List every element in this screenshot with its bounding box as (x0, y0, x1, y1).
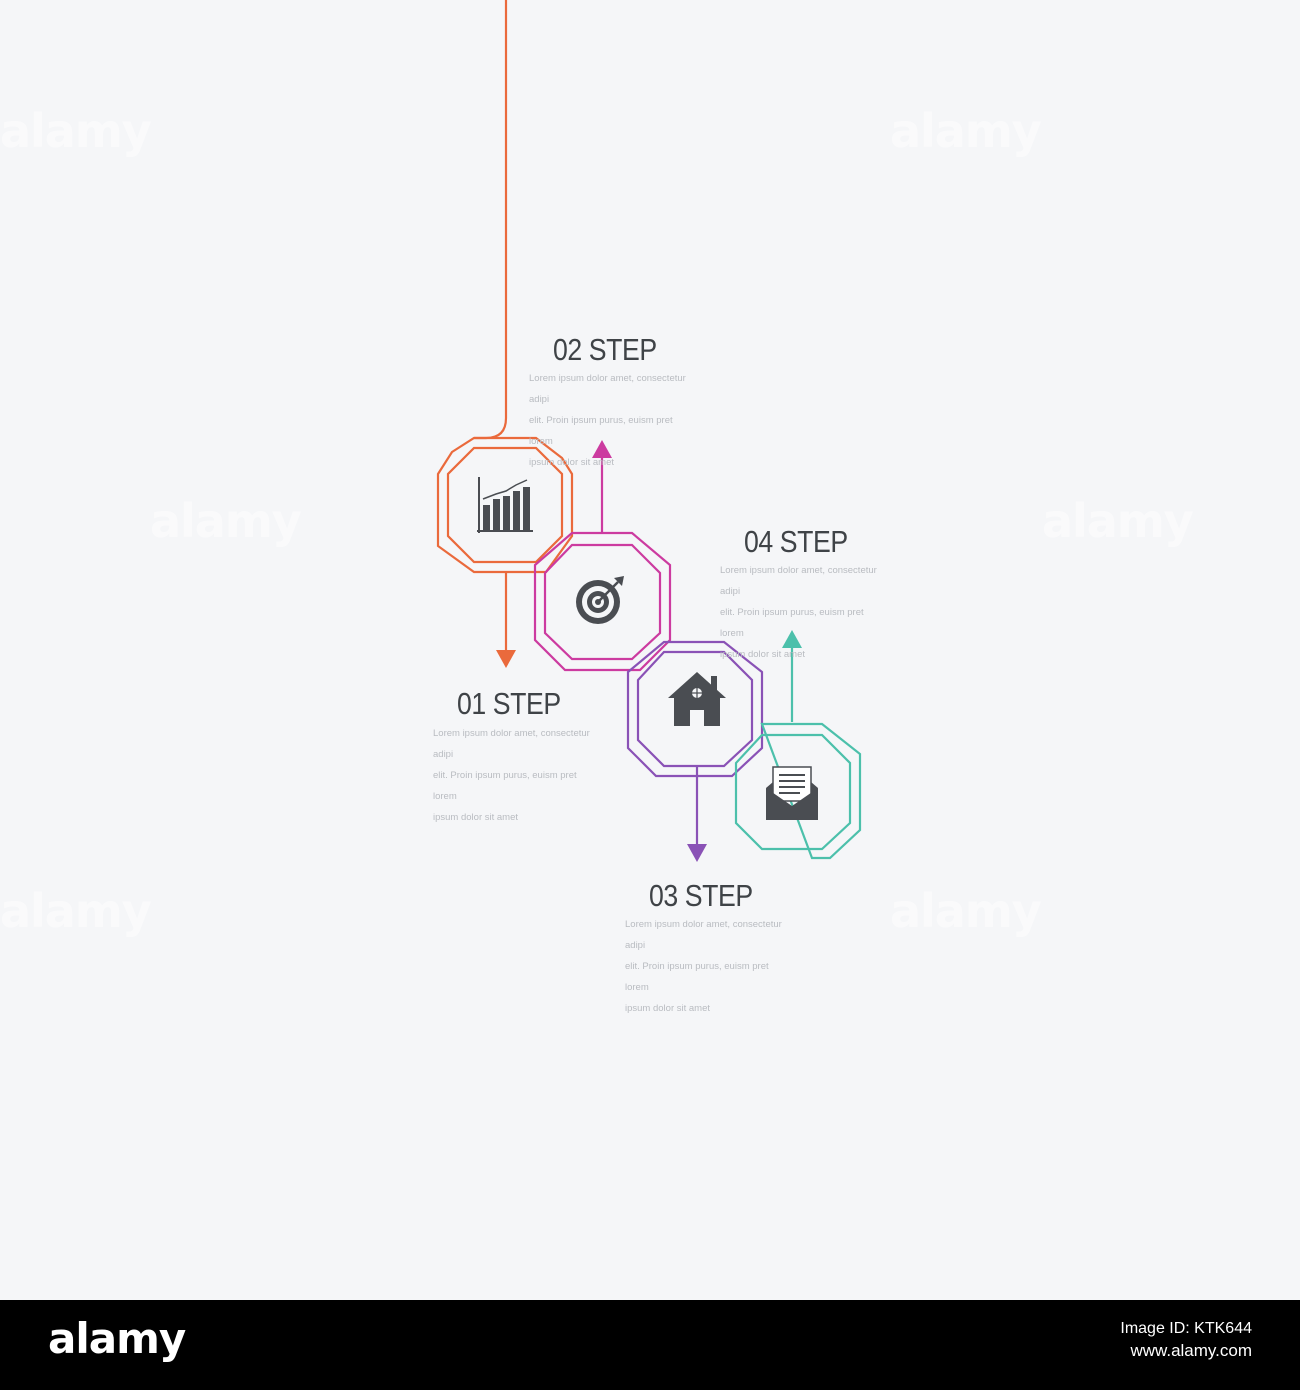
target-icon (576, 576, 624, 624)
step-1-connector (436, 0, 574, 652)
step-4-arrow-up-icon (782, 630, 802, 648)
step-1-description: Lorem ipsum dolor amet, consectetur adip… (433, 728, 590, 823)
step-3-description: Lorem ipsum dolor amet, consectetur adip… (625, 919, 782, 1014)
step-1-arrow-down-icon (496, 650, 516, 668)
watermark: alamy (890, 104, 1042, 158)
watermark: alamy (0, 884, 152, 938)
watermark: alamy (890, 884, 1042, 938)
alamy-logo: alamy (48, 1314, 186, 1363)
envelope-icon (766, 766, 818, 820)
watermark: alamy (150, 494, 302, 548)
watermark: alamy (1042, 494, 1194, 548)
timeline-infographic (436, 0, 862, 862)
step-2-title: 02 STEP (553, 332, 657, 367)
step-3-connector (626, 640, 764, 846)
step-2-connector (533, 456, 672, 672)
step-2-description: Lorem ipsum dolor amet, consectetur adip… (529, 373, 686, 468)
step-4-title: 04 STEP (744, 524, 848, 559)
image-id: Image ID: KTK644 (1120, 1320, 1252, 1337)
site-url: www.alamy.com (1130, 1341, 1252, 1360)
step-2-arrow-up-icon (592, 440, 612, 458)
step-3-arrow-down-icon (687, 844, 707, 862)
step-4-description: Lorem ipsum dolor amet, consectetur adip… (720, 565, 877, 660)
footer-image-info: Image ID: KTK644 www.alamy.com (1120, 1318, 1252, 1362)
step-4-connector (734, 646, 862, 860)
bar-chart-icon (477, 477, 533, 533)
step-3-title: 03 STEP (649, 878, 753, 913)
watermark: alamy (0, 104, 152, 158)
step-1-title: 01 STEP (457, 686, 561, 721)
footer-bar: alamy Image ID: KTK644 www.alamy.com (0, 1300, 1300, 1390)
house-icon (668, 672, 726, 726)
